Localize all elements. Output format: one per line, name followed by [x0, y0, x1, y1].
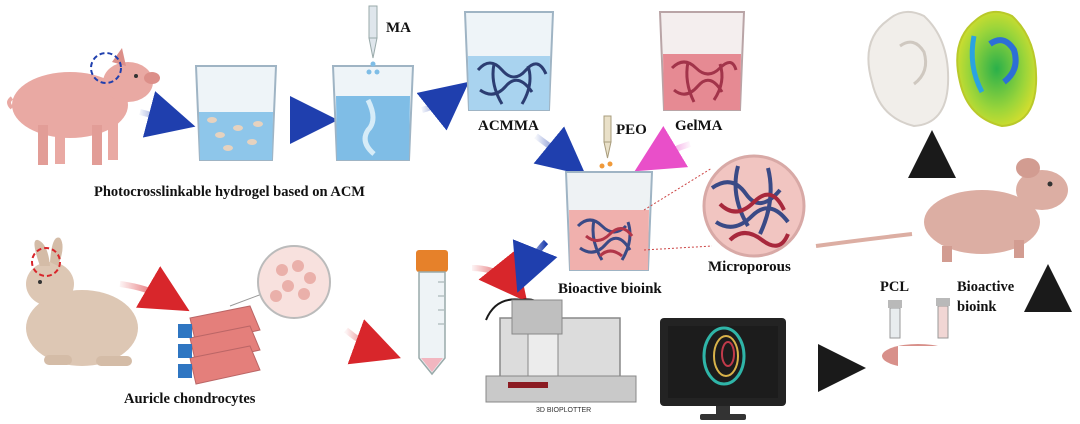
pipette-icon: [366, 5, 380, 75]
beaker-icon: [463, 11, 555, 111]
label-hydrogel-caption: Photocrosslinkable hydrogel based on ACM: [94, 184, 365, 200]
mouse-icon: [815, 158, 1068, 262]
arrow: [533, 126, 586, 176]
label-bioactive-line1: Bioactive: [957, 279, 1015, 295]
label-pcl: PCL: [880, 279, 909, 295]
scaffold-icon: [882, 298, 1070, 422]
arrow: [344, 319, 401, 365]
arrow: [139, 91, 196, 138]
label-bioink: Bioactive bioink: [558, 281, 662, 297]
beaker-icon: [658, 11, 746, 111]
beaker-icon: [194, 65, 278, 161]
arrow: [634, 125, 691, 172]
beaker-icon: [564, 171, 654, 271]
pig-icon: [7, 48, 160, 165]
label-acmma: ACMMA: [478, 118, 539, 134]
printer-brand-label: 3D BIOPLOTTER: [536, 407, 591, 414]
centrifuge-tube-icon: [416, 250, 448, 376]
label-ma: MA: [386, 20, 411, 36]
label-microporous: Microporous: [708, 259, 791, 275]
monitor-icon: [660, 318, 786, 420]
arrow: [471, 249, 528, 303]
bioprinter-icon: 3D BIOPLOTTER: [485, 298, 637, 414]
label-bioactive-line2: bioink: [957, 299, 997, 315]
culture-flask-icon: [178, 245, 331, 385]
label-peo: PEO: [616, 122, 647, 138]
magnifier-circle-icon: [643, 154, 806, 258]
label-gelma: GelMA: [675, 118, 723, 134]
beaker-icon: [331, 65, 415, 161]
label-auricle: Auricle chondrocytes: [124, 391, 256, 407]
arrow: [512, 239, 558, 293]
ear-model-icon: [867, 10, 1038, 128]
rabbit-icon: [26, 237, 138, 366]
arrow: [119, 266, 190, 312]
pipette-icon: [599, 115, 613, 169]
arrow: [416, 81, 470, 131]
